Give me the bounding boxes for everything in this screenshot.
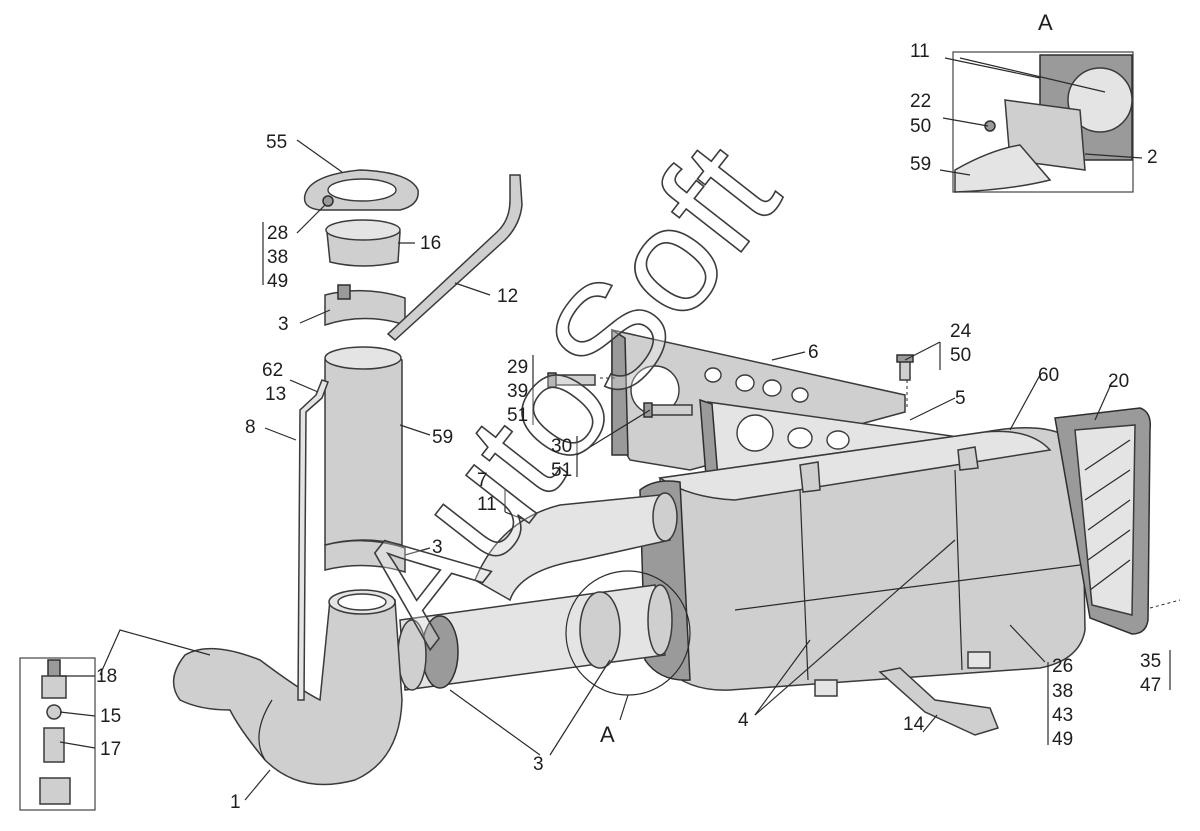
callout-15: 15: [100, 706, 121, 727]
callout-59-inset: 59: [910, 154, 931, 175]
callout-62: 62: [262, 360, 283, 381]
callout-50-inset: 50: [910, 116, 931, 137]
callout-8: 8: [245, 417, 256, 438]
callout-17: 17: [100, 739, 121, 760]
view-letter-A-top: A: [1038, 10, 1053, 35]
callout-49-bolt: 49: [1052, 729, 1073, 750]
callout-16: 16: [420, 233, 441, 254]
callout-18: 18: [96, 666, 117, 687]
callout-55: 55: [266, 132, 287, 153]
callout-6: 6: [808, 342, 819, 363]
callout-28: 28: [267, 223, 288, 244]
inset-detail-A: [952, 51, 1134, 193]
end-plate-20: [1054, 407, 1152, 635]
callout-3-lower: 3: [533, 754, 544, 775]
callout-59-pipe: 59: [432, 427, 453, 448]
strap-14: [878, 667, 999, 736]
callout-11: 11: [477, 494, 497, 515]
callout-20: 20: [1108, 371, 1129, 392]
callout-60: 60: [1038, 365, 1059, 386]
callout-13: 13: [265, 384, 286, 405]
sleeve-16: [325, 219, 401, 267]
view-letter-A-circle: A: [600, 722, 615, 747]
callout-39: 39: [507, 381, 528, 402]
callout-51-upper: 51: [507, 405, 528, 426]
callout-35: 35: [1140, 651, 1161, 672]
callout-50-bolt: 50: [950, 345, 971, 366]
clamp-3-upper: [324, 284, 406, 327]
callout-29: 29: [507, 357, 528, 378]
callout-12: 12: [497, 286, 518, 307]
callout-1: 1: [230, 792, 241, 813]
callout-5: 5: [955, 388, 966, 409]
callout-49: 49: [267, 271, 288, 292]
callout-38: 38: [267, 247, 288, 268]
callout-30: 30: [551, 436, 572, 457]
callout-3-upper: 3: [278, 314, 289, 335]
callout-11-inset: 11: [910, 41, 930, 62]
callout-14: 14: [903, 714, 925, 735]
callout-26: 26: [1052, 656, 1073, 677]
vertical-pipe-59: [324, 346, 403, 546]
bracket-6: [611, 328, 906, 471]
callout-22: 22: [910, 91, 931, 112]
callout-38-bolt: 38: [1052, 681, 1073, 702]
inset-fittings: [19, 657, 96, 811]
callout-labels: A A 55 28 38 49 16 3 12 62 13 8 59 3 29 …: [96, 10, 1161, 813]
tube-8: [297, 379, 329, 701]
leader-lines: [59, 57, 1181, 801]
callout-47: 47: [1140, 675, 1161, 696]
callout-3-mid: 3: [432, 537, 443, 558]
callout-24: 24: [950, 321, 972, 342]
upper-inlet-pipe: [474, 492, 678, 602]
pipe-12: [386, 174, 523, 342]
callout-4: 4: [738, 710, 749, 731]
callout-51-lower: 51: [551, 460, 572, 481]
callout-2: 2: [1147, 147, 1158, 168]
callout-7: 7: [477, 470, 488, 491]
callout-43: 43: [1052, 705, 1073, 726]
flange-55: [303, 169, 419, 211]
elbow-pipe-1: [172, 589, 403, 786]
